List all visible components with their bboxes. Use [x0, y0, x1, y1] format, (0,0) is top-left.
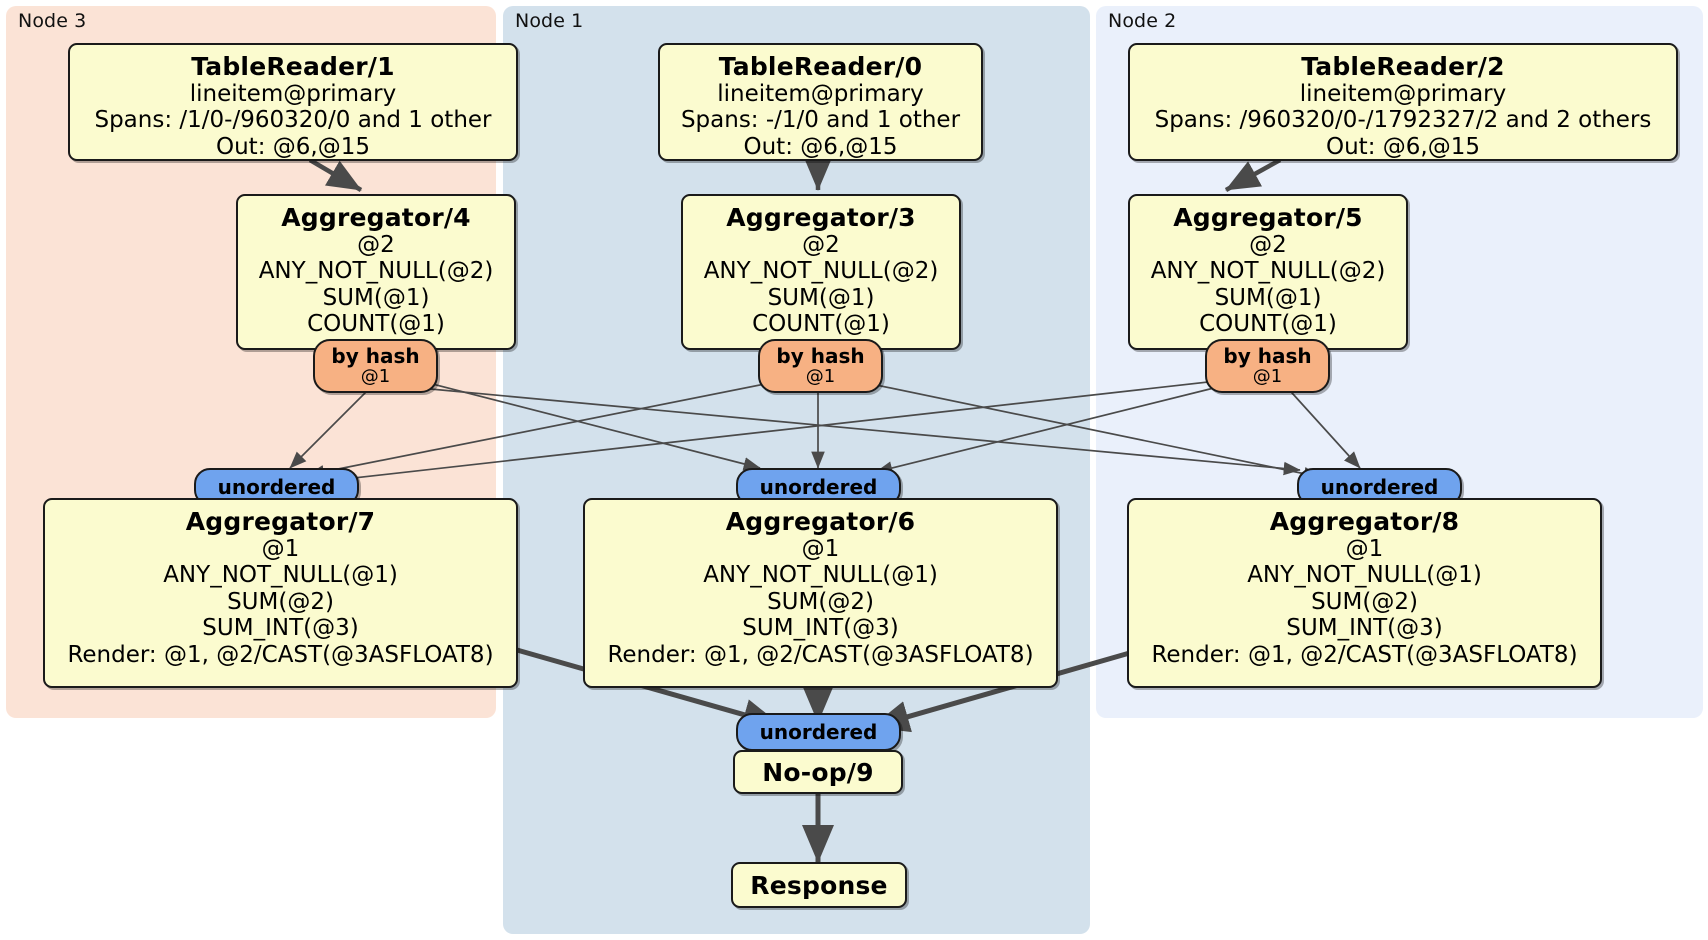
box-line: Out: @6,@15 — [1326, 133, 1480, 160]
box-line: COUNT(@1) — [307, 311, 445, 338]
box-aggregator-3[interactable]: Aggregator/3 @2 ANY_NOT_NULL(@2) SUM(@1)… — [681, 194, 961, 350]
box-title: TableReader/1 — [191, 52, 395, 81]
box-title: Aggregator/7 — [185, 507, 376, 536]
router-by-hash-center[interactable]: by hash @1 — [758, 339, 883, 393]
box-line: Render: @1, @2/CAST(@3ASFLOAT8) — [67, 641, 494, 668]
box-line: Render: @1, @2/CAST(@3ASFLOAT8) — [1151, 641, 1578, 668]
router-label: unordered — [1320, 475, 1439, 499]
router-sublabel: @1 — [360, 366, 391, 388]
box-line: @1 — [801, 536, 840, 562]
box-line: ANY_NOT_NULL(@1) — [703, 562, 938, 589]
box-table-reader-2[interactable]: TableReader/2 lineitem@primary Spans: /9… — [1128, 43, 1678, 161]
box-line: COUNT(@1) — [752, 311, 890, 338]
box-title: Aggregator/8 — [1269, 507, 1460, 536]
box-line: SUM(@1) — [767, 284, 875, 311]
box-response[interactable]: Response — [731, 862, 907, 908]
box-title: Response — [750, 870, 888, 900]
edge-hashL-unoR — [408, 386, 1301, 476]
box-table-reader-0[interactable]: TableReader/0 lineitem@primary Spans: -/… — [658, 43, 983, 161]
box-title: Aggregator/6 — [725, 507, 916, 536]
box-aggregator-7[interactable]: Aggregator/7 @1 ANY_NOT_NULL(@1) SUM(@2)… — [43, 498, 518, 688]
edge-tr1-agg4 — [308, 158, 363, 192]
box-line: Spans: /1/0-/960320/0 and 1 other — [94, 107, 492, 134]
router-label: unordered — [217, 475, 336, 499]
box-line: SUM_INT(@3) — [742, 615, 899, 642]
edge-tr2-agg5 — [1224, 158, 1282, 192]
box-line: SUM(@1) — [322, 284, 430, 311]
box-title: TableReader/0 — [718, 52, 923, 81]
edge-hashR-unoR — [1282, 382, 1361, 469]
box-noop-9[interactable]: No-op/9 — [733, 750, 903, 794]
box-line: Spans: -/1/0 and 1 other — [680, 107, 961, 134]
box-line: SUM(@2) — [767, 588, 874, 615]
box-line: @2 — [802, 232, 840, 258]
box-title: Aggregator/4 — [281, 203, 471, 232]
router-label: by hash — [331, 344, 420, 369]
box-line: @1 — [1345, 536, 1384, 562]
box-line: @1 — [261, 536, 300, 562]
box-line: ANY_NOT_NULL(@2) — [703, 258, 939, 285]
box-line: lineitem@primary — [717, 81, 924, 107]
box-line: COUNT(@1) — [1199, 311, 1337, 338]
box-line: @2 — [357, 232, 395, 258]
box-line: SUM(@2) — [1311, 588, 1418, 615]
box-line: ANY_NOT_NULL(@1) — [163, 562, 398, 589]
router-by-hash-left[interactable]: by hash @1 — [313, 339, 438, 393]
box-line: ANY_NOT_NULL(@2) — [258, 258, 494, 285]
panel-label-node-2: Node 2 — [1108, 10, 1177, 32]
box-line: @2 — [1249, 232, 1287, 258]
box-aggregator-8[interactable]: Aggregator/8 @1 ANY_NOT_NULL(@1) SUM(@2)… — [1127, 498, 1602, 688]
edge-agg8-unoFinal — [871, 647, 1141, 733]
router-label: by hash — [1223, 344, 1312, 369]
box-title: Aggregator/3 — [726, 203, 916, 232]
box-aggregator-6[interactable]: Aggregator/6 @1 ANY_NOT_NULL(@1) SUM(@2)… — [583, 498, 1058, 688]
router-by-hash-right[interactable]: by hash @1 — [1205, 339, 1330, 393]
box-line: Out: @6,@15 — [216, 133, 370, 160]
box-line: Spans: /960320/0-/1792327/2 and 2 others — [1154, 107, 1652, 134]
box-line: lineitem@primary — [1299, 81, 1507, 107]
panel-label-node-3: Node 3 — [18, 10, 87, 32]
box-table-reader-1[interactable]: TableReader/1 lineitem@primary Spans: /1… — [68, 43, 518, 161]
box-line: SUM_INT(@3) — [202, 615, 359, 642]
box-line: ANY_NOT_NULL(@2) — [1150, 258, 1386, 285]
box-line: Render: @1, @2/CAST(@3ASFLOAT8) — [607, 641, 1034, 668]
router-sublabel: @1 — [805, 366, 836, 388]
router-unordered-final[interactable]: unordered — [736, 713, 901, 751]
edge-hashC-unoL — [307, 379, 786, 479]
router-label: unordered — [759, 475, 878, 499]
box-title: TableReader/2 — [1301, 52, 1505, 81]
box-aggregator-4[interactable]: Aggregator/4 @2 ANY_NOT_NULL(@2) SUM(@1)… — [236, 194, 516, 350]
router-label: unordered — [759, 720, 878, 744]
router-label: by hash — [776, 344, 865, 369]
edge-hashL-unoL — [289, 382, 376, 469]
box-line: SUM(@1) — [1214, 284, 1322, 311]
edge-hashR-unoL — [317, 379, 1227, 487]
box-line: SUM(@2) — [227, 588, 334, 615]
box-line: Out: @6,@15 — [743, 133, 898, 160]
box-aggregator-5[interactable]: Aggregator/5 @2 ANY_NOT_NULL(@2) SUM(@1)… — [1128, 194, 1408, 350]
box-line: SUM_INT(@3) — [1286, 615, 1443, 642]
edge-hashC-unoR — [851, 379, 1321, 481]
box-line: ANY_NOT_NULL(@1) — [1247, 562, 1482, 589]
box-title: No-op/9 — [762, 757, 874, 787]
router-sublabel: @1 — [1252, 366, 1283, 388]
panel-label-node-1: Node 1 — [515, 10, 584, 32]
edge-hashR-unoC — [875, 384, 1227, 475]
box-line: lineitem@primary — [189, 81, 397, 107]
box-title: Aggregator/5 — [1173, 203, 1363, 232]
